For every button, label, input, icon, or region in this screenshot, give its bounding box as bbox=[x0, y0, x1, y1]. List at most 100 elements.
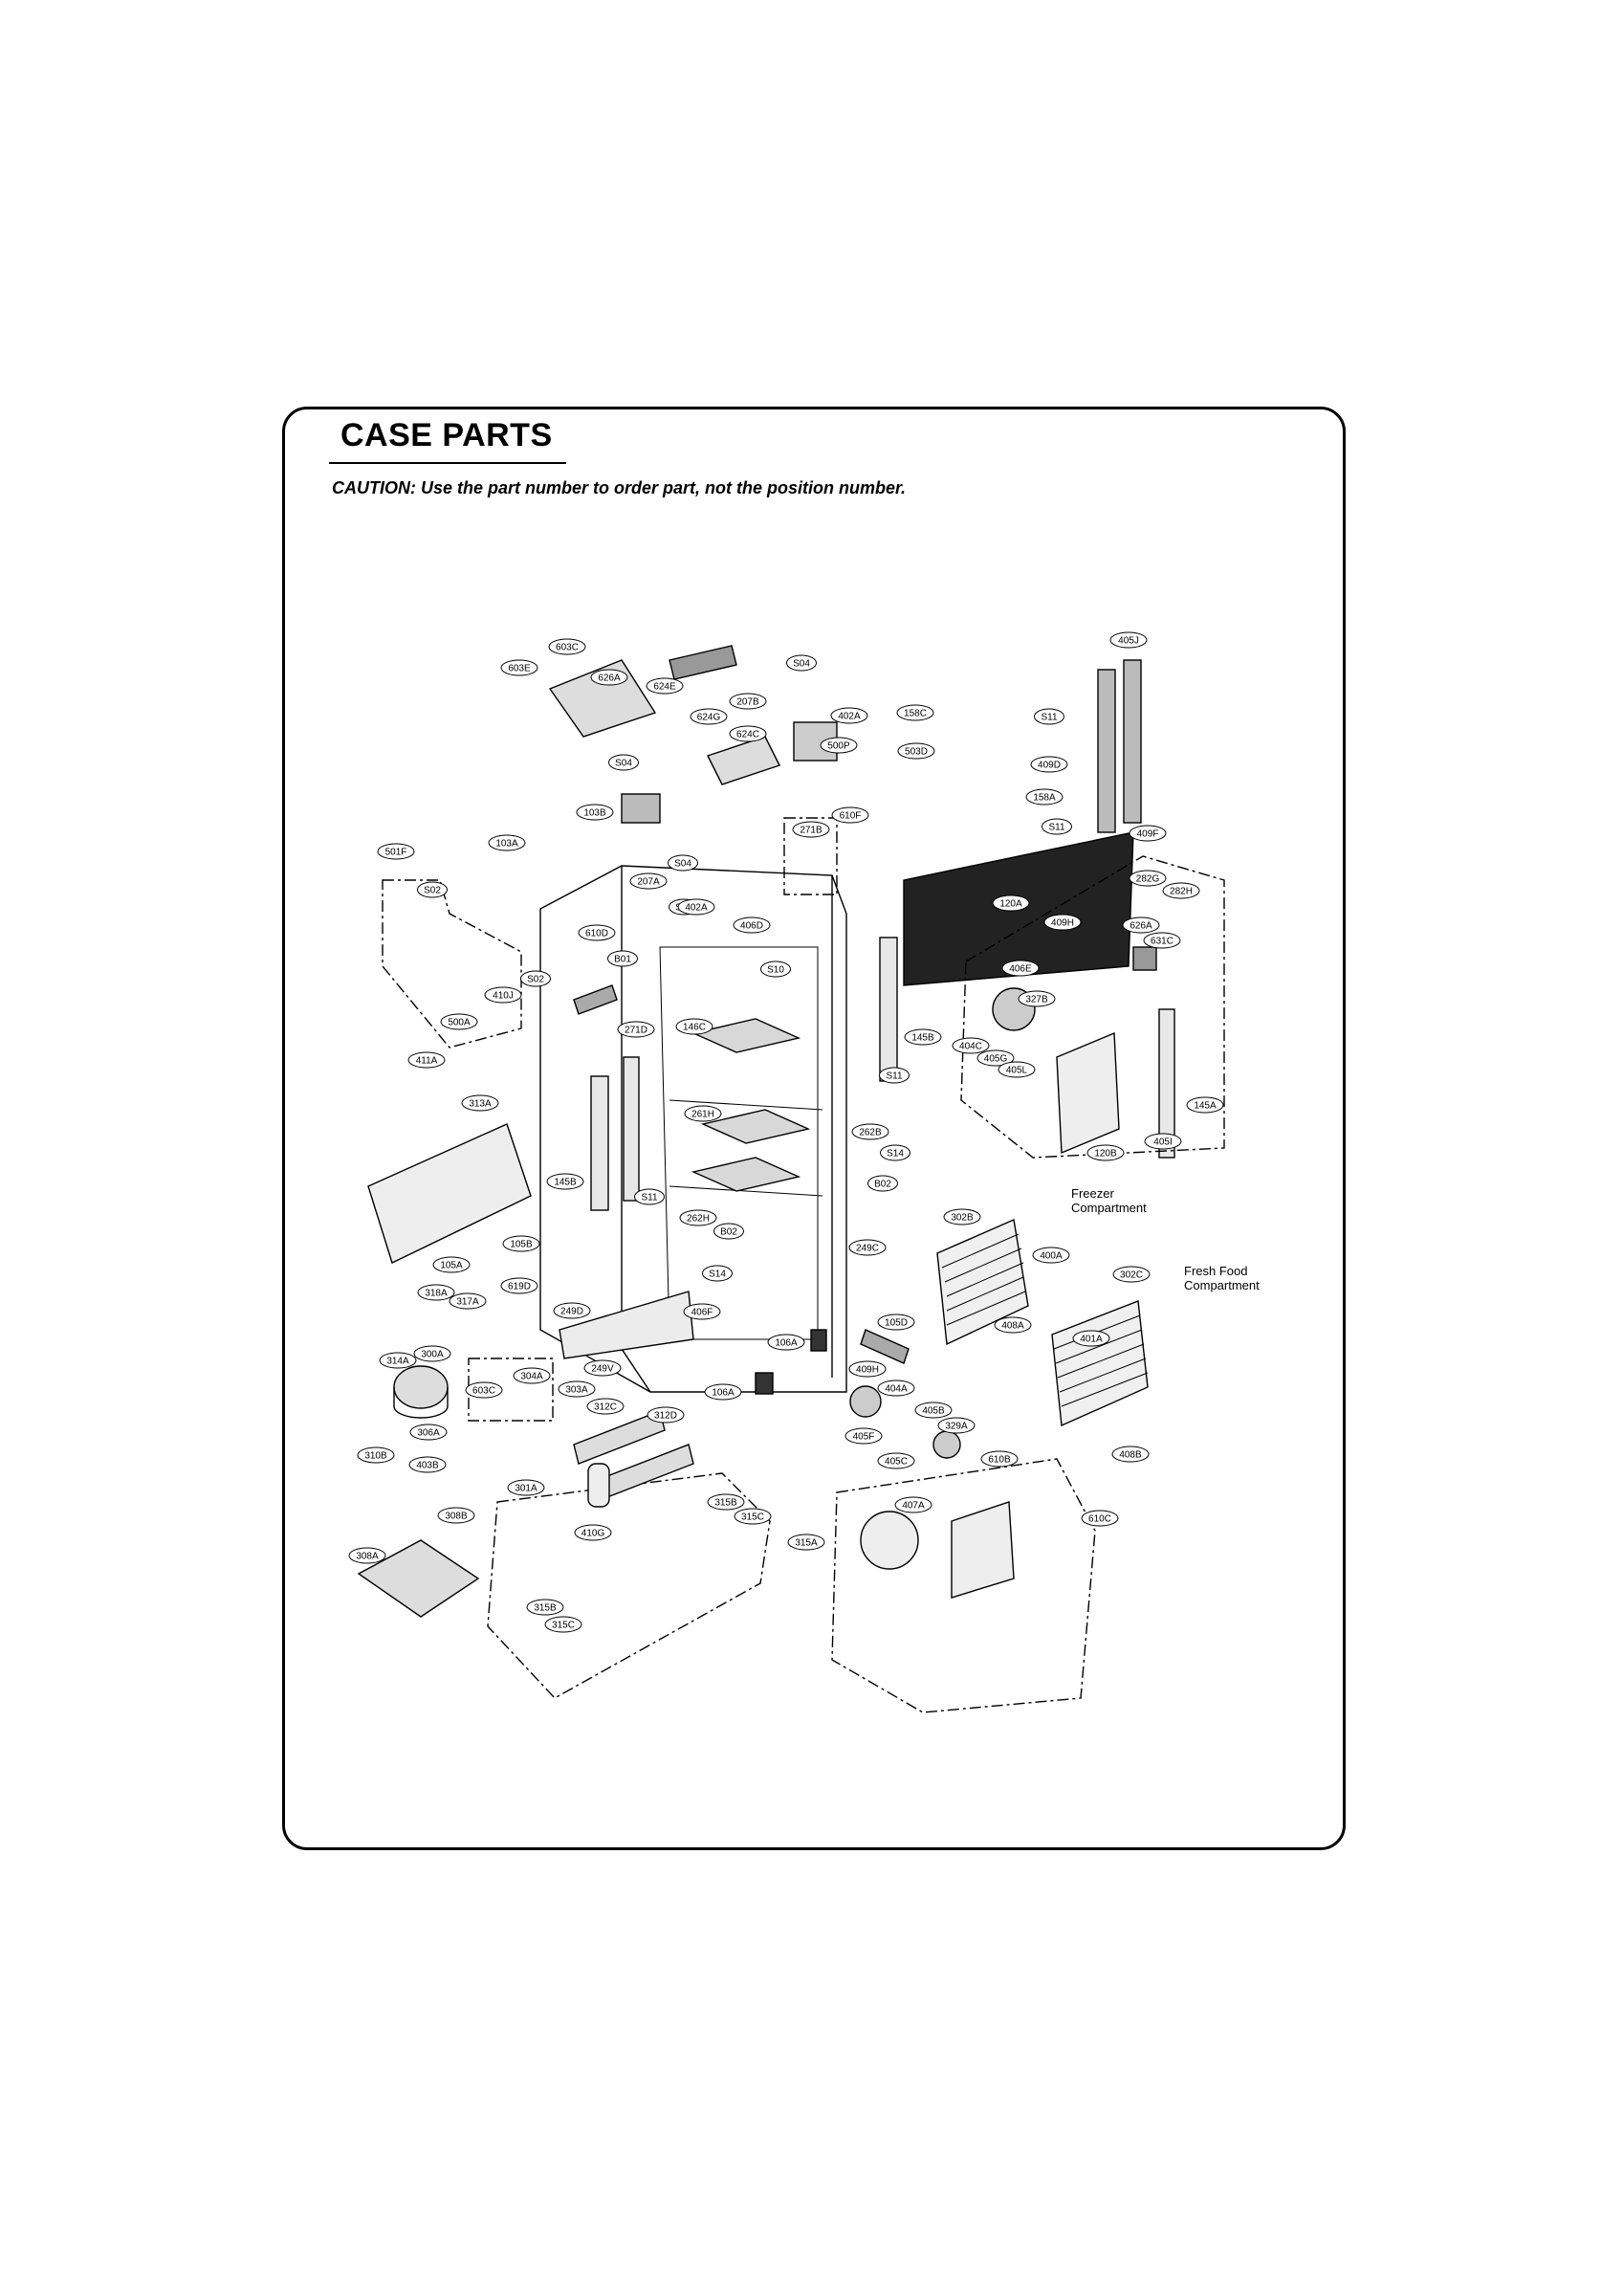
callout: S14 bbox=[702, 1265, 733, 1282]
callout-bubble bbox=[733, 916, 771, 934]
callout-label: 610B bbox=[988, 1455, 1011, 1466]
callout-label: 145B bbox=[911, 1033, 934, 1044]
callout-bubble bbox=[980, 1450, 1019, 1468]
callout: 410G bbox=[574, 1524, 612, 1541]
callout: 405B bbox=[914, 1402, 953, 1419]
callout-label: 409H bbox=[1051, 918, 1074, 929]
callout: 302C bbox=[1112, 1266, 1151, 1283]
callout-bubble bbox=[848, 1360, 887, 1378]
callout-label: 282H bbox=[1170, 887, 1193, 897]
callout-label: 120A bbox=[999, 899, 1022, 910]
callout-label: 405C bbox=[885, 1457, 908, 1468]
callout-label: S11 bbox=[641, 1193, 657, 1203]
callout-label: 315C bbox=[552, 1621, 575, 1631]
callout-bubble bbox=[707, 1493, 745, 1511]
callout-layer: 603C603E626A624ES04207B402A624G624C500P1… bbox=[348, 631, 1224, 1633]
callout-label: 106A bbox=[775, 1338, 798, 1349]
callout-label: 500P bbox=[827, 741, 850, 752]
callout-bubble bbox=[548, 638, 586, 655]
callout-bubble bbox=[675, 1018, 713, 1035]
callout-bubble bbox=[1129, 825, 1167, 842]
callout-label: 409F bbox=[1137, 829, 1159, 840]
callout-bubble bbox=[786, 654, 817, 672]
callout-label: 406E bbox=[1009, 964, 1032, 975]
callout: S04 bbox=[668, 854, 698, 872]
callout-label: 312C bbox=[594, 1402, 617, 1413]
callout: B02 bbox=[713, 1223, 744, 1240]
callout-label: 301A bbox=[515, 1484, 537, 1494]
callout-bubble bbox=[713, 1223, 744, 1240]
callout-bubble bbox=[992, 894, 1030, 912]
callout-bubble bbox=[877, 1452, 915, 1469]
callout-label: 603C bbox=[472, 1386, 495, 1397]
callout: 158C bbox=[896, 704, 934, 721]
callout-label: 402A bbox=[685, 903, 708, 914]
callout-bubble bbox=[500, 659, 538, 676]
callout: 105A bbox=[432, 1256, 471, 1273]
callout: 308B bbox=[437, 1507, 475, 1524]
callout-label: 406F bbox=[691, 1308, 713, 1318]
callout-label: 300A bbox=[421, 1350, 444, 1360]
callout: 404C bbox=[952, 1037, 990, 1054]
callout: 306A bbox=[409, 1424, 448, 1441]
callout-bubble bbox=[647, 1406, 685, 1424]
callout-bubble bbox=[704, 1383, 742, 1401]
callout: 249V bbox=[583, 1359, 622, 1377]
callout-bubble bbox=[1081, 1510, 1119, 1527]
callout: 105B bbox=[502, 1235, 540, 1252]
back-cover bbox=[367, 1123, 532, 1264]
callout: B01 bbox=[607, 950, 638, 967]
callout: 624C bbox=[729, 725, 767, 742]
callout-bubble bbox=[914, 1402, 953, 1419]
callout-label: 271B bbox=[800, 826, 822, 836]
callout: 301A bbox=[507, 1479, 545, 1496]
callout-label: 306A bbox=[417, 1428, 440, 1439]
callout-bubble bbox=[1122, 916, 1160, 934]
callout: 401A bbox=[1072, 1330, 1110, 1347]
callout: 610F bbox=[831, 806, 869, 824]
callout-bubble bbox=[998, 1061, 1036, 1078]
callout-label: 405B bbox=[922, 1406, 945, 1417]
callout-bubble bbox=[1001, 960, 1040, 977]
callout-label: 105A bbox=[440, 1261, 463, 1271]
callout: 271D bbox=[617, 1021, 655, 1038]
callout: 624E bbox=[646, 677, 684, 695]
callout-label: 315B bbox=[714, 1498, 737, 1509]
callout-bubble bbox=[851, 1123, 889, 1140]
callout: 145B bbox=[546, 1173, 584, 1190]
callout: 411A bbox=[407, 1051, 446, 1069]
callout-bubble bbox=[1186, 1096, 1224, 1114]
callout: 249D bbox=[553, 1302, 591, 1319]
callout-label: 262H bbox=[687, 1214, 710, 1225]
fresh-food-compartment-label: Fresh Food Compartment bbox=[1184, 1264, 1260, 1292]
callout: 500P bbox=[820, 737, 858, 754]
callout: 310B bbox=[357, 1446, 395, 1464]
callout-label: 317A bbox=[456, 1297, 479, 1308]
callout-bubble bbox=[578, 924, 616, 941]
callout-label: 501F bbox=[385, 848, 407, 858]
callout-label: 308A bbox=[356, 1552, 379, 1562]
callout-label: 313A bbox=[469, 1099, 492, 1110]
callout-bubble bbox=[546, 1173, 584, 1190]
callout-bubble bbox=[629, 872, 668, 890]
callout-bubble bbox=[1129, 870, 1167, 887]
callout: S11 bbox=[879, 1067, 910, 1084]
callout-bubble bbox=[500, 1277, 538, 1294]
callout-bubble bbox=[894, 1496, 932, 1513]
callout-bubble bbox=[590, 669, 628, 686]
callout: 312C bbox=[586, 1398, 625, 1415]
callout: 300A bbox=[413, 1345, 451, 1362]
cabinet-shell bbox=[539, 865, 847, 1393]
callout-bubble bbox=[844, 1427, 883, 1445]
callout: 312D bbox=[647, 1406, 685, 1424]
dashed-groups bbox=[382, 817, 1225, 1713]
callout: S02 bbox=[417, 881, 448, 898]
callout-bubble bbox=[994, 1316, 1032, 1334]
callout-bubble bbox=[1025, 788, 1064, 806]
callout-label: 610D bbox=[585, 929, 608, 939]
callout-label: 302B bbox=[951, 1213, 974, 1224]
callout-bubble bbox=[831, 806, 869, 824]
callout-bubble bbox=[867, 1175, 898, 1192]
callout-label: B02 bbox=[874, 1180, 891, 1190]
callout: 249C bbox=[848, 1239, 887, 1256]
